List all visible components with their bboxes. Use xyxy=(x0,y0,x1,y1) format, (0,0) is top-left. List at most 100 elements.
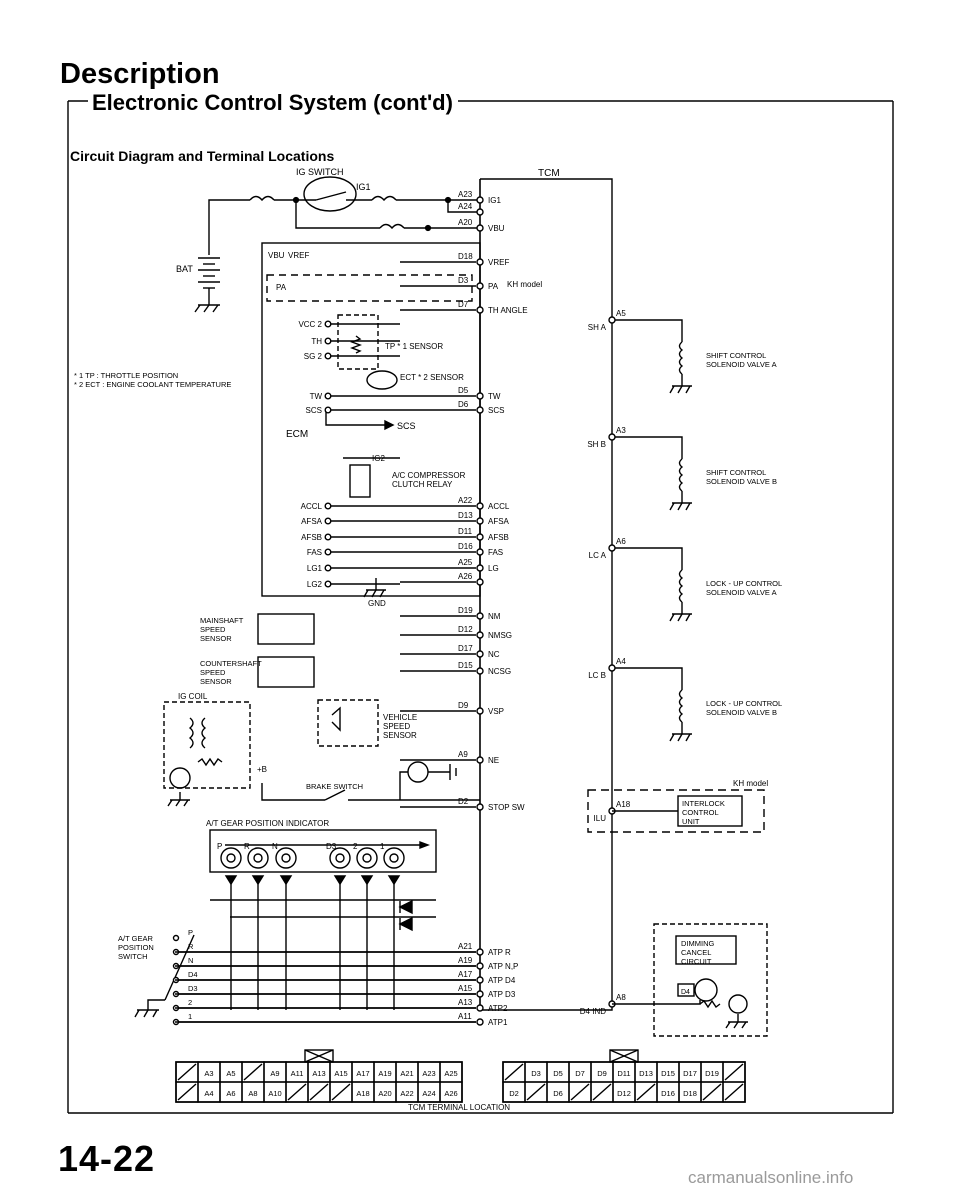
kh-pa-box xyxy=(266,274,473,302)
gear-position-label: 1 xyxy=(380,842,385,851)
diode-icon xyxy=(333,875,347,886)
countershaft-label-2: SPEED xyxy=(200,668,226,677)
tcm-pin-code: D3 xyxy=(458,276,469,285)
tcm-pin-code: A22 xyxy=(458,496,473,505)
vss-box xyxy=(317,699,379,747)
tcm-pin-code: A11 xyxy=(458,1012,472,1021)
ecm-pin-name: SG 2 xyxy=(304,352,323,361)
switch-wiper xyxy=(164,934,195,1001)
tcm-pin-name: TW xyxy=(488,392,501,401)
connector-pin-label: D2 xyxy=(509,1089,519,1098)
tcm-right-pin-code: A6 xyxy=(616,537,626,546)
tcm-pin-terminal xyxy=(476,667,484,675)
connector-pin-label: A4 xyxy=(204,1089,213,1098)
connector-pin-label: A9 xyxy=(270,1069,279,1078)
ecm-pin-name: TH xyxy=(311,337,322,346)
solenoid-wire xyxy=(615,547,683,570)
ac-relay-label-1: A/C COMPRESSOR xyxy=(392,471,466,480)
connector-pin-label: A18 xyxy=(356,1089,369,1098)
connector-empty-cell xyxy=(724,1063,744,1081)
tcm-right-pin-name: SH B xyxy=(587,440,606,449)
tcm-pin-terminal xyxy=(476,517,484,525)
gear-position-label: P xyxy=(217,842,222,851)
indicator-box xyxy=(209,829,437,873)
tcm-pin-code: D7 xyxy=(458,300,469,309)
ecm-pin-terminal xyxy=(324,533,332,541)
gear-indicator-bulb-icon xyxy=(247,847,269,869)
switch-label-1: A/T GEAR xyxy=(118,934,153,943)
gear-indicator-bulb-icon xyxy=(362,853,372,863)
scs-arrow-line xyxy=(325,412,385,426)
resistor-icon xyxy=(699,999,721,1009)
switch-position-label: P xyxy=(188,928,193,937)
tcm-pin-name: AFSB xyxy=(488,533,509,542)
tcm-pin-code: A23 xyxy=(458,190,473,199)
tcm-box xyxy=(480,178,613,1011)
connector-latch-icon xyxy=(609,1049,639,1063)
connector-pin-label: A15 xyxy=(334,1069,347,1078)
tcm-right-pin-name: LC B xyxy=(588,671,606,680)
solenoid-label: SOLENOID VALVE A xyxy=(706,588,777,597)
connector-pin-label: D6 xyxy=(553,1089,563,1098)
ecm-pin-name: VBU xyxy=(268,251,285,260)
connector-pin-label: A22 xyxy=(400,1089,413,1098)
junction xyxy=(424,224,432,232)
page-subtitle: Electronic Control System (cont'd) xyxy=(92,90,459,116)
tcm-pin-code: D17 xyxy=(458,644,473,653)
gear-position-label: D3 xyxy=(326,842,337,851)
connector-empty-cell xyxy=(177,1063,197,1081)
tcm-pin-terminal xyxy=(476,990,484,998)
ground-icon xyxy=(685,502,691,511)
ground-icon xyxy=(677,502,683,511)
page-number: 14-22 xyxy=(58,1138,156,1179)
connector-empty-cell xyxy=(504,1063,524,1081)
tcm-pin-name: VBU xyxy=(488,224,505,233)
connector-pin-label: A8 xyxy=(248,1089,257,1098)
connector-empty-cell xyxy=(636,1083,656,1101)
connector-pin-label: A19 xyxy=(378,1069,391,1078)
tcm-label: TCM xyxy=(538,168,560,179)
tcm-right-pin-terminal xyxy=(608,316,616,324)
tcm-pin-name: TH ANGLE xyxy=(488,306,528,315)
ac-relay-box xyxy=(349,464,371,498)
tcm-pin-terminal xyxy=(476,976,484,984)
ground-icon xyxy=(685,385,691,394)
switch-position-label: R xyxy=(188,942,194,951)
connector-pin-label: A6 xyxy=(226,1089,235,1098)
vss-transistor-icon xyxy=(331,706,341,732)
diode-icon xyxy=(398,916,413,932)
scs-arrow-label: SCS xyxy=(397,421,416,431)
gear-indicator-bulb-icon xyxy=(275,847,297,869)
diode-icon xyxy=(224,875,238,886)
tcm-pin-terminal xyxy=(476,224,484,232)
ecm-pin-terminal xyxy=(324,502,332,510)
mainshaft-label-2: SPEED xyxy=(200,625,226,634)
tcm-pin-name: NM xyxy=(488,612,501,621)
ecm-pin-name: SCS xyxy=(306,406,322,415)
connector-pin-label: A25 xyxy=(444,1069,457,1078)
tcm-pin-name: ATP D3 xyxy=(488,990,516,999)
connector-pin-label: A26 xyxy=(444,1089,457,1098)
solenoid-label: SOLENOID VALVE B xyxy=(706,477,777,486)
solenoid-wire xyxy=(615,667,683,690)
brake-switch-contact xyxy=(324,789,346,801)
gear-position-label: N xyxy=(272,842,278,851)
connector-cell xyxy=(722,1081,746,1103)
tcm-pin-code: D6 xyxy=(458,400,469,409)
connector-pin-label: A21 xyxy=(400,1069,413,1078)
ecm-pin-name: LG1 xyxy=(307,564,323,573)
tcm-right-pin-terminal xyxy=(608,433,616,441)
connector-pin-label: D18 xyxy=(683,1089,697,1098)
ig1-switch-label: IG1 xyxy=(356,182,371,192)
ecm-pin-name: TW xyxy=(310,392,323,401)
d4-lamp-icon xyxy=(694,978,718,1002)
tp-resistor-icon xyxy=(350,335,362,354)
connector-empty-cell xyxy=(309,1083,329,1101)
tcm-right-pin-name: LC A xyxy=(589,551,607,560)
tcm-pin-code: D19 xyxy=(458,606,473,615)
tcm-pin-terminal xyxy=(476,392,484,400)
